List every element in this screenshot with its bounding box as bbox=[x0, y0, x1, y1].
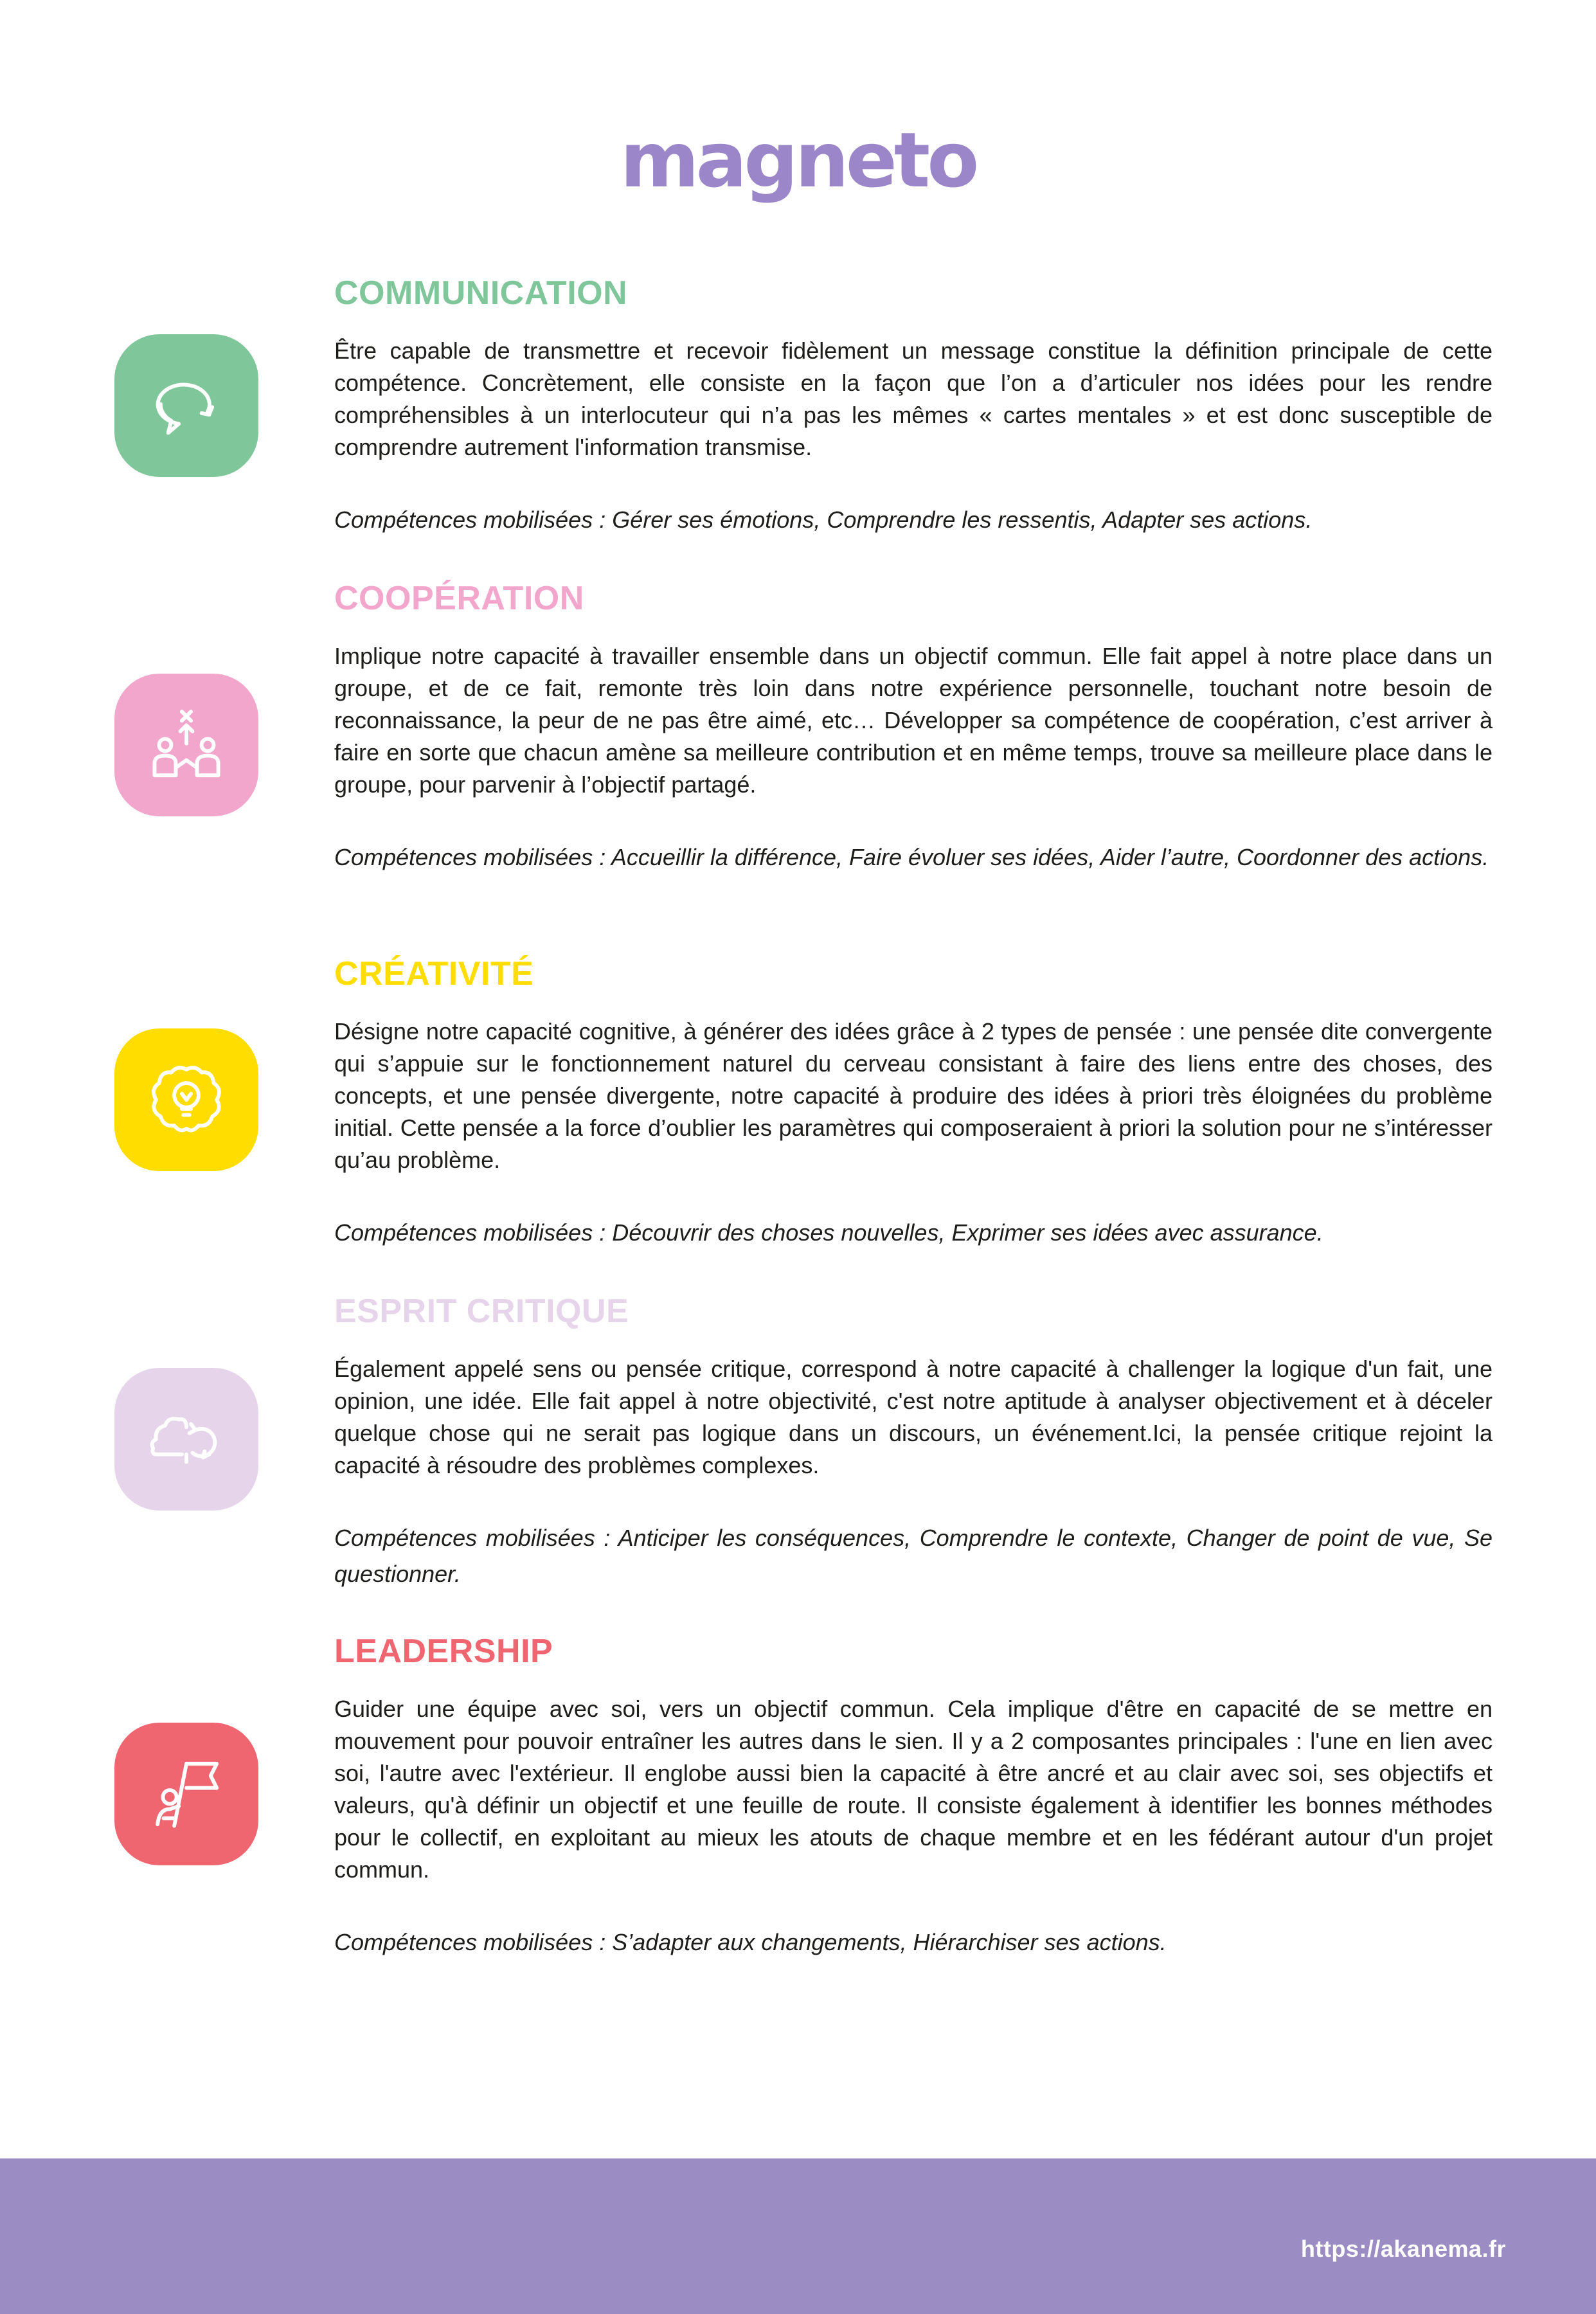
section-skills: Compétences mobilisées : S’adapter aux c… bbox=[334, 1929, 1167, 1956]
section-critical-thinking: ESPRIT CRITIQUE Également appelé sens ou… bbox=[334, 1293, 1493, 1592]
cooperation-icon-tile bbox=[114, 674, 258, 816]
section-title: LEADERSHIP bbox=[334, 1633, 553, 1670]
section-skills: Compétences mobilisées : Découvrir des c… bbox=[334, 1219, 1323, 1246]
section-body: Guider une équipe avec soi, vers un obje… bbox=[334, 1696, 1493, 1883]
footer-url[interactable]: https://akanema.fr bbox=[1300, 2236, 1506, 2262]
creativity-icon-tile bbox=[114, 1028, 258, 1171]
section-skills: Compétences mobilisées : Anticiper les c… bbox=[334, 1525, 1493, 1588]
section-skills: Compétences mobilisées : Gérer ses émoti… bbox=[334, 507, 1313, 534]
leadership-icon-tile bbox=[114, 1723, 258, 1865]
section-body: Implique notre capacité à travailler ens… bbox=[334, 643, 1493, 798]
section-title: COMMUNICATION bbox=[334, 274, 628, 312]
chat-refresh-icon bbox=[156, 382, 215, 435]
brain-lightbulb-icon bbox=[152, 1066, 221, 1133]
section-body: Également appelé sens ou pensée critique… bbox=[334, 1356, 1493, 1479]
section-creativity: CRÉATIVITÉ Désigne notre capacité cognit… bbox=[334, 955, 1493, 1251]
brand-logo: magneto bbox=[620, 116, 980, 204]
section-body: Désigne notre capacité cognitive, à géné… bbox=[334, 1018, 1493, 1174]
critical-thinking-icon-tile bbox=[114, 1368, 258, 1511]
section-title: ESPRIT CRITIQUE bbox=[334, 1293, 629, 1330]
section-leadership: LEADERSHIP Guider une équipe avec soi, v… bbox=[334, 1633, 1493, 1960]
communication-icon-tile bbox=[114, 334, 258, 477]
section-communication: COMMUNICATION Être capable de transmettr… bbox=[334, 274, 1493, 538]
head-cycle-icon bbox=[150, 1417, 217, 1464]
footer-band: https://akanema.fr bbox=[0, 2158, 1596, 2314]
section-skills: Compétences mobilisées : Accueillir la d… bbox=[334, 844, 1489, 871]
section-title: CRÉATIVITÉ bbox=[334, 955, 534, 992]
section-body: Être capable de transmettre et recevoir … bbox=[334, 337, 1493, 461]
team-goal-icon bbox=[152, 710, 220, 778]
leader-flag-icon bbox=[156, 1761, 219, 1828]
section-title: COOPÉRATION bbox=[334, 580, 584, 617]
section-cooperation: COOPÉRATION Implique notre capacité à tr… bbox=[334, 580, 1493, 875]
